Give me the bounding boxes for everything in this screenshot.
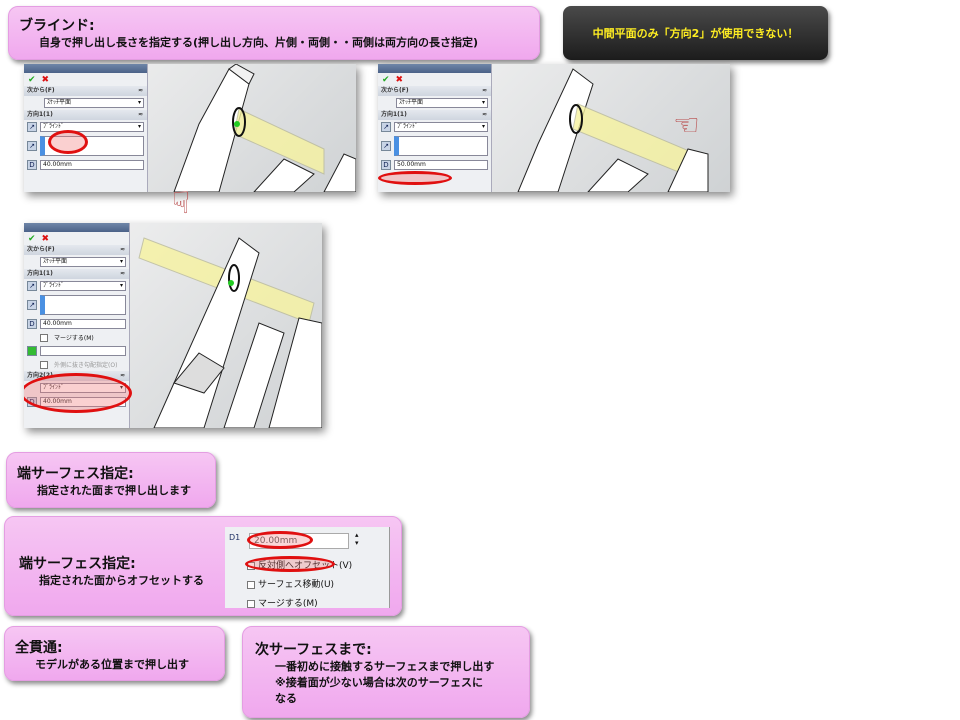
from-select[interactable]: ｽｹｯﾁ平面 [44,98,144,108]
from-label: 次から(F) [381,87,409,94]
direction-field[interactable] [40,295,126,315]
up-to-next-note-cont: なる [275,692,297,705]
model-view [173,64,356,192]
ok-button[interactable]: ✔ [382,74,390,85]
direction-arrow-icon: ↗ [27,141,37,151]
end-condition-select[interactable]: ﾌﾞﾗｲﾝﾄﾞ [40,281,126,291]
depth-input[interactable]: 40.00mm [40,319,126,329]
depth-icon: D [27,160,37,170]
depth-icon: D [27,319,37,329]
up-to-surface-desc: 指定された面まで押し出します [37,484,191,497]
through-all-title: 全貫通: [15,640,63,656]
blind-callout: ブラインド: 自身で押し出し長さを指定する(押し出し方向、片側・両側・・両側は両… [8,6,540,60]
draft-checkbox[interactable] [40,360,48,369]
up-to-next-callout: 次サーフェスまで: 一番初めに接触するサーフェスまで押し出す ※接着面が少ない場… [242,626,530,718]
blind-desc: 自身で押し出し長さを指定する(押し出し方向、片側・両側・・両側は両方向の長さ指定… [39,36,479,49]
screenshot-blind-two-direction: ✔✖ 次から(F)≈ ｽｹｯﾁ平面 方向1(1)≈ ↗ﾌﾞﾗｲﾝﾄﾞ ↗ D40… [24,223,322,428]
depth-input[interactable]: 50.00mm [394,160,488,170]
from-label: 次から(F) [27,246,55,253]
offset-options-screenshot: D1 20.00mm ▴▾ 反対側へオフセット(V) サーフェス移動(U) マー… [225,527,390,608]
cancel-button[interactable]: ✖ [41,74,50,85]
direction1-label: 方向1(1) [27,270,53,277]
from-select[interactable]: ｽｹｯﾁ平面 [396,98,488,108]
draft-input[interactable] [40,346,126,356]
note-box: 中間平面のみ「方向2」が使用できない！ [563,6,828,60]
screenshot-blind-depth: ✔✖ 次から(F)≈ ｽｹｯﾁ平面 方向1(1)≈ ↗ﾌﾞﾗｲﾝﾄﾞ ↗ D40… [24,64,356,192]
direction-field[interactable] [394,136,488,156]
pointing-hand-icon: ☟ [172,186,191,221]
from-select[interactable]: ｽｹｯﾁ平面 [40,257,126,267]
merge-label: マージする(M) [258,599,318,608]
direction-arrow-icon: ↗ [381,141,391,151]
up-to-next-desc: 一番初めに接触するサーフェスまで押し出す [275,660,495,673]
offset-surface-desc: 指定された面からオフセットする [39,574,204,587]
translate-surface-label: サーフェス移動(U) [258,580,335,590]
merge-label: マージする(M) [54,335,94,342]
reverse-direction-icon[interactable]: ↗ [381,122,391,132]
model-view [138,237,322,428]
highlight-ring [378,171,452,185]
reverse-direction-icon[interactable]: ↗ [27,122,37,132]
up-to-next-note: ※接着面が少ない場合は次のサーフェスに [275,676,484,689]
face-icon [27,346,37,356]
offset-surface-title: 端サーフェス指定: [19,556,136,572]
merge-checkbox[interactable] [40,333,48,342]
highlight-ring [247,531,313,549]
cancel-button[interactable]: ✖ [395,74,404,85]
direction1-label: 方向1(1) [381,111,407,118]
draft-label: 外側に抜き勾配指定(O) [54,362,118,369]
depth-input[interactable]: 40.00mm [40,160,144,170]
merge-option[interactable]: マージする(M) [247,596,318,608]
ok-button[interactable]: ✔ [28,74,36,85]
translate-surface-option[interactable]: サーフェス移動(U) [247,577,334,590]
end-condition-select[interactable]: ﾌﾞﾗｲﾝﾄﾞ [40,122,144,132]
extrude-property-panel: ✔✖ 次から(F)≈ ｽｹｯﾁ平面 方向1(1)≈ ↗ﾌﾞﾗｲﾝﾄﾞ ↗ D40… [24,64,148,192]
through-all-desc: モデルがある位置まで押し出す [35,658,189,671]
highlight-ring [48,130,88,154]
ok-button[interactable]: ✔ [28,233,36,244]
through-all-callout: 全貫通: モデルがある位置まで押し出す [4,626,225,681]
direction2-label[interactable]: 方向2(2) [27,372,53,379]
cancel-button[interactable]: ✖ [41,233,50,244]
from-label: 次から(F) [27,87,55,94]
up-to-surface-callout: 端サーフェス指定: 指定された面まで押し出します [6,452,216,508]
depth-icon: D [381,160,391,170]
spinner[interactable]: ▴▾ [355,531,359,547]
up-to-surface-title: 端サーフェス指定: [17,466,134,482]
highlight-ring [24,373,132,413]
end-condition-select[interactable]: ﾌﾞﾗｲﾝﾄﾞ [394,122,488,132]
highlight-ring [245,556,335,572]
model-view [517,68,709,192]
extrude-property-panel: ✔✖ 次から(F)≈ ｽｹｯﾁ平面 方向1(1)≈ ↗ﾌﾞﾗｲﾝﾄﾞ ↗ D50… [378,64,492,192]
blind-title: ブラインド: [19,18,95,34]
reverse-direction-icon[interactable]: ↗ [27,281,37,291]
pointing-hand-icon: ☜ [673,108,700,143]
screenshot-blind-flip: ✔✖ 次から(F)≈ ｽｹｯﾁ平面 方向1(1)≈ ↗ﾌﾞﾗｲﾝﾄﾞ ↗ D50… [378,64,730,192]
direction-arrow-icon: ↗ [27,300,37,310]
direction1-label: 方向1(1) [27,111,53,118]
depth-icon: D1 [229,533,241,542]
up-to-next-title: 次サーフェスまで: [255,642,372,658]
